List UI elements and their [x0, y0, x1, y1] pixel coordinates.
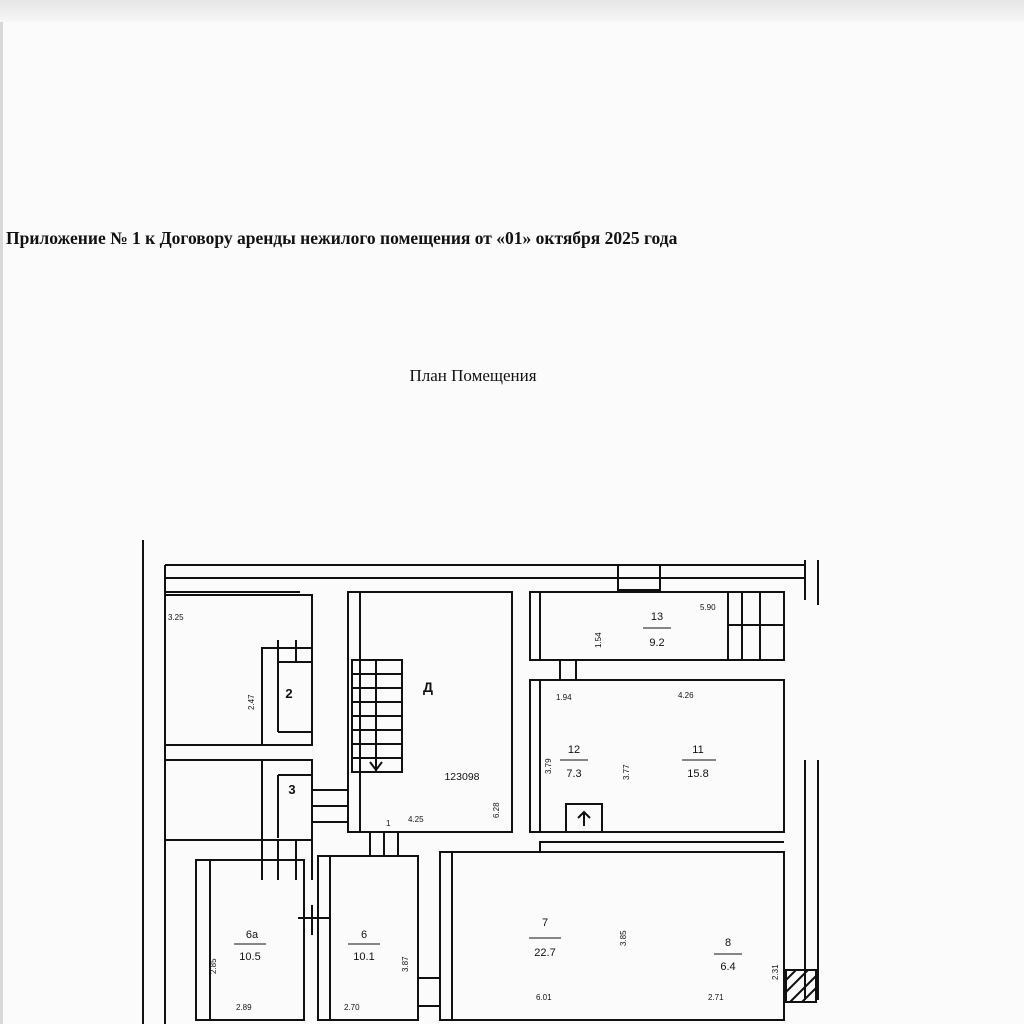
hatched-block: [785, 969, 817, 1003]
stair-arrow: [369, 750, 383, 772]
room-d-number: Д: [423, 679, 433, 695]
room-11-number: 11: [692, 744, 703, 756]
hatch-lines: [785, 969, 817, 1003]
room-2-number: 2: [285, 686, 292, 701]
room-6a-area: 10.5: [239, 951, 260, 963]
dim-1-54: 1.54: [594, 632, 603, 648]
wall-rooms-7-8: [439, 851, 785, 1021]
dim-6-28: 6.28: [492, 802, 501, 818]
dim-1: 1: [386, 819, 391, 828]
scan-left-edge: [0, 22, 3, 1024]
dim-6-01: 6.01: [536, 993, 552, 1002]
wall-room-3: [262, 759, 313, 841]
dim-2-47: 2.47: [247, 694, 256, 710]
d-door-bottom: [369, 832, 399, 856]
wall-room-6: [317, 855, 419, 1021]
dim-4-25: 4.25: [408, 815, 424, 824]
room-8-number: 8: [725, 937, 731, 949]
wall-d-door: [312, 789, 348, 823]
dim-1-94: 1.94: [556, 693, 572, 702]
floor-plan: 2 3 Д 123098 13 9.2 12 7.3 11 15.8 6а 10…: [142, 540, 819, 1024]
room-12-area: 7.3: [566, 768, 581, 780]
wall-left-room-mid: [165, 759, 263, 841]
dim-3-79: 3.79: [544, 758, 553, 774]
niche-arrow: [577, 810, 591, 826]
door-12-13: [559, 660, 577, 680]
outer-wall-right: [804, 560, 819, 1000]
wall-left-room-top: [165, 591, 313, 746]
dim-2-89: 2.89: [236, 1003, 252, 1012]
room-7-number: 7: [542, 917, 548, 929]
door-6-7: [417, 977, 441, 1007]
wall-rooms-11-12: [529, 679, 785, 833]
wall-room-6a: [195, 859, 305, 1021]
room-11-area: 15.8: [687, 768, 708, 780]
room-7-area: 22.7: [534, 947, 555, 959]
wall-room-d: [347, 591, 513, 833]
dim-3-85: 3.85: [619, 930, 628, 946]
dim-5-90: 5.90: [700, 603, 716, 612]
dim-4-26: 4.26: [678, 691, 694, 700]
wall-6-door: [298, 905, 330, 935]
room-3-number: 3: [288, 782, 295, 797]
corridor-door-top: [277, 640, 297, 662]
room-6a-number: 6а: [246, 929, 259, 941]
dim-2-31: 2.31: [771, 964, 780, 980]
room-6-number: 6: [361, 929, 367, 941]
room-6-area: 10.1: [353, 951, 374, 963]
room-13-area: 9.2: [649, 637, 664, 649]
dim-3-77: 3.77: [622, 764, 631, 780]
vent-shaft: [617, 564, 661, 591]
dim-2-85: 2.85: [209, 958, 218, 974]
wall-7-top-step: [539, 841, 784, 852]
toilet-partitions: [728, 592, 784, 660]
dim-3-87: 3.87: [401, 956, 410, 972]
room-12-number: 12: [568, 744, 580, 756]
niche-11: [565, 803, 603, 833]
room-13-number: 13: [651, 611, 663, 623]
document-heading: Приложение № 1 к Договору аренды нежилог…: [6, 228, 678, 248]
dim-2-71: 2.71: [708, 993, 724, 1002]
room-d-code: 123098: [444, 771, 479, 783]
outer-wall-top: [165, 564, 805, 579]
dim-2-70: 2.70: [344, 1003, 360, 1012]
dim-3-25: 3.25: [168, 613, 184, 622]
scan-top-edge: [0, 0, 1024, 22]
plan-title: План Помещения: [409, 366, 537, 385]
wall-room-13: [529, 591, 729, 661]
room-8-area: 6.4: [720, 961, 735, 973]
